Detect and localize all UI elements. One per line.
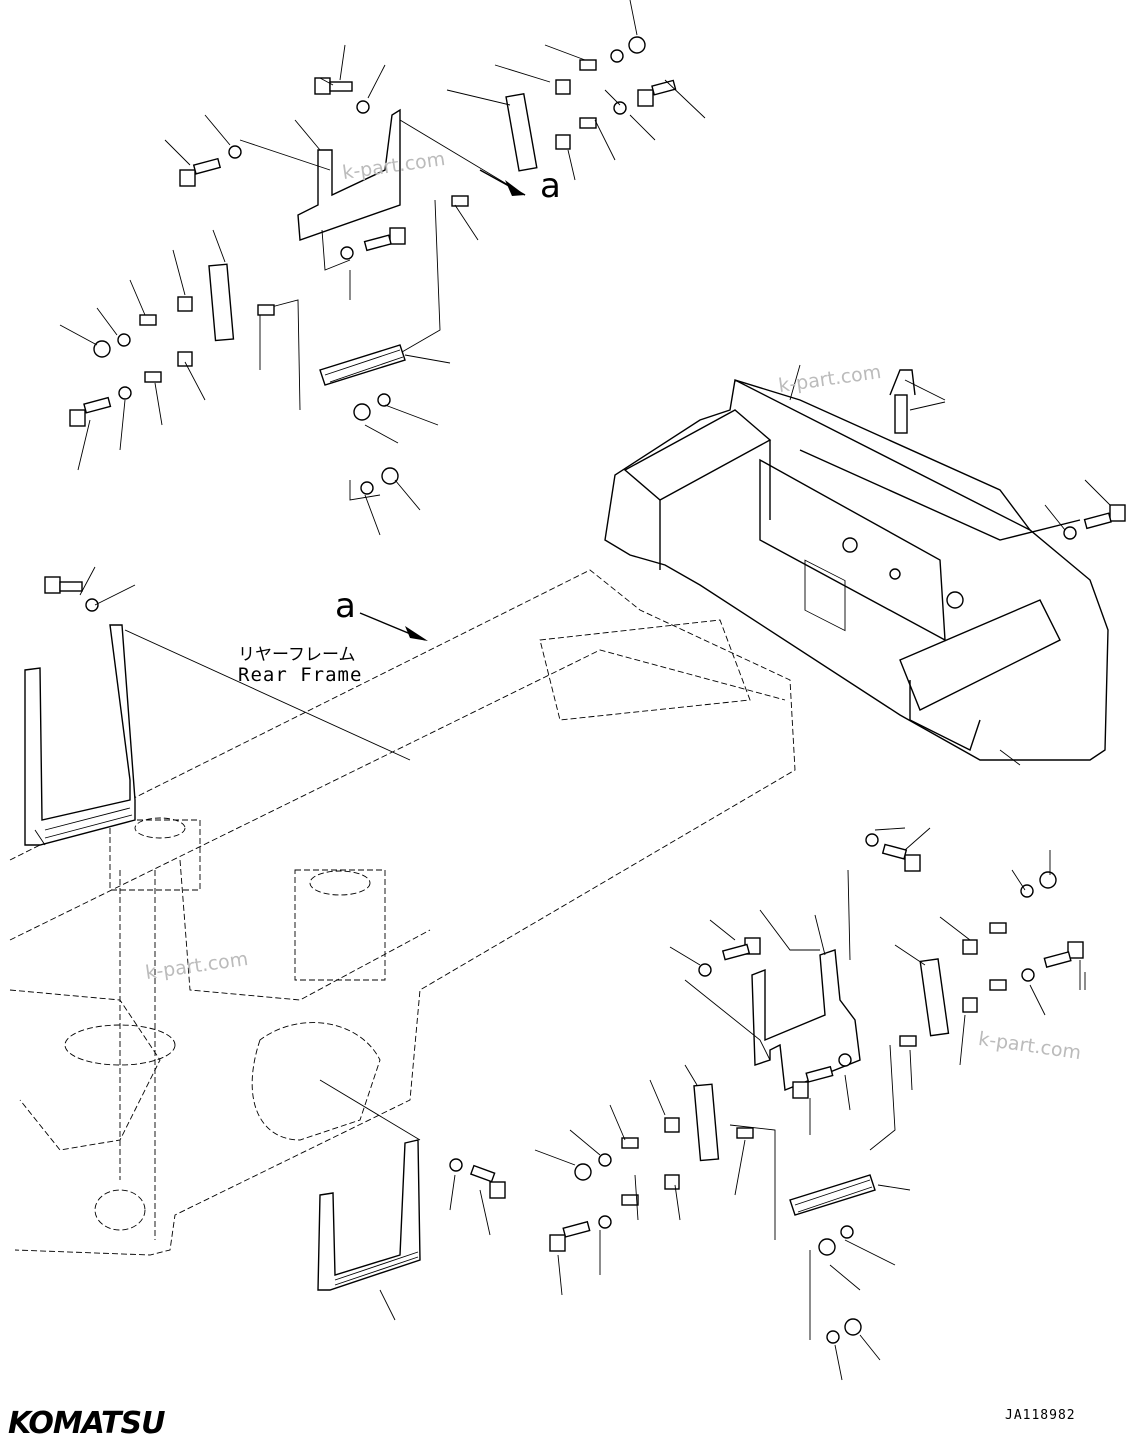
bolt <box>363 227 406 252</box>
washer <box>85 49 1077 1344</box>
bolt <box>881 843 921 872</box>
bolt <box>469 1164 506 1199</box>
rear-frame-label-jp: リヤーフレーム <box>238 645 356 665</box>
rear-frame <box>9 569 796 1256</box>
bolt <box>549 1220 591 1252</box>
spacer <box>177 79 978 1190</box>
counterweight <box>604 378 1109 761</box>
rear-frame-label-en: Rear Frame <box>238 664 363 686</box>
komatsu-logo: KOMATSU <box>8 1406 165 1441</box>
bolt <box>792 1065 834 1099</box>
step-bracket-upper <box>208 92 538 501</box>
bolt <box>1043 941 1084 968</box>
drawing-code: JA118982 <box>1005 1408 1076 1423</box>
counterweight-pin <box>889 369 946 434</box>
reference-letter-a-upper: a <box>540 166 561 206</box>
handrail-steps <box>24 624 421 1291</box>
bolt <box>69 396 112 427</box>
reference-letter-a-lower: a <box>335 586 356 626</box>
leader-lines <box>34 0 1111 1381</box>
bolt <box>721 937 761 961</box>
bolt <box>44 576 83 594</box>
bolt <box>314 77 353 95</box>
nut <box>93 36 1057 1336</box>
fasteners <box>44 36 1126 1344</box>
plate <box>139 59 1007 1206</box>
bolt <box>1083 504 1126 530</box>
step-bracket-lower <box>684 869 950 1340</box>
bolt <box>179 157 222 187</box>
